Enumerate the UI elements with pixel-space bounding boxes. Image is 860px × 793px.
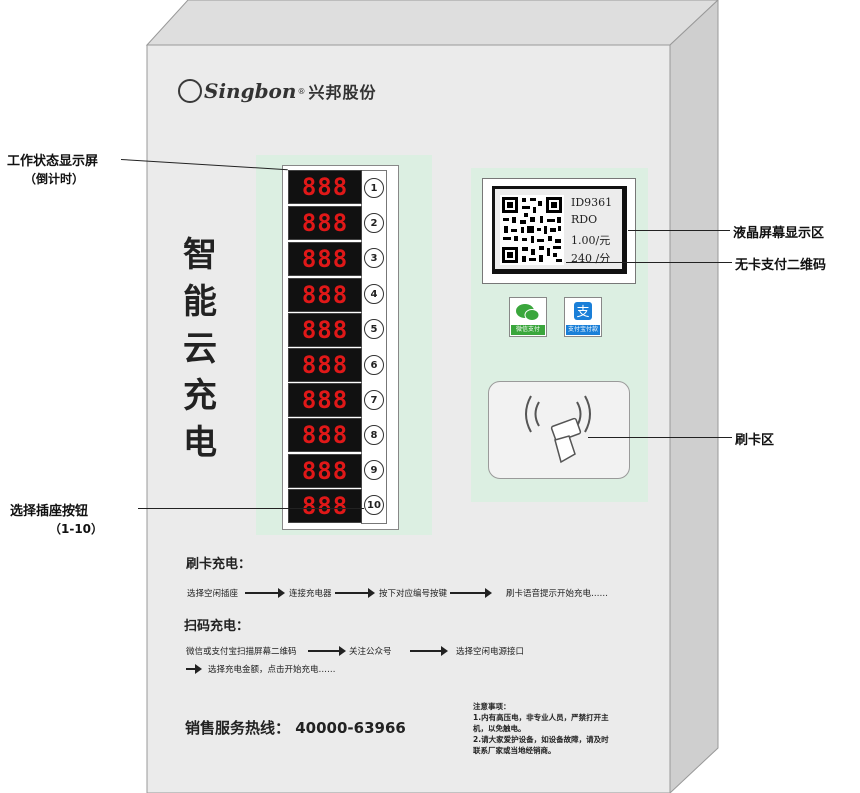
title-char: 云	[183, 329, 217, 369]
socket-button-8[interactable]: 8	[364, 425, 384, 445]
svg-text:支: 支	[576, 305, 589, 320]
display-digits: 888	[301, 281, 349, 309]
socket-button-10[interactable]: 10	[364, 495, 384, 515]
lcd-line-4: 240 /分	[571, 252, 611, 265]
callout-socket-buttons-sub: （1-10）	[49, 522, 104, 536]
display-digits: 888	[301, 351, 349, 379]
wechat-pay-icon[interactable]: 微信支付	[509, 297, 547, 337]
arrow-icon	[335, 588, 375, 598]
status-display-2: 888	[288, 206, 362, 240]
notice-line: 1.内有高压电，非专业人员，严禁打开主	[473, 713, 609, 722]
status-display-4: 888	[288, 278, 362, 312]
scan-step-1: 微信或支付宝扫描屏幕二维码	[186, 647, 297, 657]
button-column-frame	[361, 170, 387, 524]
arrow-icon	[308, 646, 346, 656]
callout-qr-code: 无卡支付二维码	[735, 258, 827, 273]
scan-step-3: 选择空闲电源接口	[456, 647, 525, 657]
card-step-1: 选择空闲插座	[187, 589, 239, 599]
status-display-10: 888	[288, 489, 362, 523]
display-digits: 888	[301, 492, 349, 520]
socket-button-3[interactable]: 3	[364, 248, 384, 268]
scan-step-2: 关注公众号	[349, 647, 392, 657]
arrow-icon	[450, 588, 492, 598]
title-char: 能	[183, 282, 217, 322]
arrow-icon	[410, 646, 448, 656]
callout-line	[628, 230, 730, 231]
callout-line	[138, 508, 364, 509]
socket-button-7[interactable]: 7	[364, 390, 384, 410]
card-step-4: 刷卡语音提示开始充电……	[506, 589, 609, 599]
display-digits: 888	[301, 173, 349, 201]
callout-lcd-area: 液晶屏幕显示区	[733, 226, 825, 241]
notice-line: 联系厂家或当地经销商。	[473, 746, 556, 755]
wechat-bubble-icon	[516, 304, 540, 321]
callout-status-screen: 工作状态显示屏	[7, 154, 99, 169]
status-display-9: 888	[288, 454, 362, 488]
arrow-icon	[245, 588, 285, 598]
notice-title: 注意事项：	[473, 702, 511, 711]
display-digits: 888	[301, 245, 349, 273]
lcd-line-2: RDO	[571, 213, 598, 226]
lcd-line-3: 1.00/元	[571, 234, 611, 247]
scan-step-4: 选择充电金额，点击开始充电……	[208, 665, 336, 675]
alipay-label: 支付宝付款	[566, 325, 600, 335]
display-digits: 888	[301, 421, 349, 449]
vertical-title: 智 能 云 充 电	[180, 232, 220, 467]
status-display-7: 888	[288, 383, 362, 417]
status-display-1: 888	[288, 170, 362, 204]
card-reader-zone[interactable]	[488, 381, 630, 479]
socket-button-1[interactable]: 1	[364, 178, 384, 198]
company-name: 兴邦股份	[308, 83, 377, 102]
title-char: 智	[183, 235, 217, 275]
socket-button-9[interactable]: 9	[364, 460, 384, 480]
status-display-5: 888	[288, 313, 362, 347]
display-digits: 888	[301, 457, 349, 485]
notice-line: 2.请大家爱护设备，如设备故障，请及时	[473, 735, 609, 744]
wechat-pay-label: 微信支付	[511, 325, 545, 335]
status-display-3: 888	[288, 242, 362, 276]
arrow-icon	[186, 664, 202, 674]
display-digits: 888	[301, 209, 349, 237]
display-digits: 888	[301, 316, 349, 344]
status-display-6: 888	[288, 348, 362, 382]
socket-button-2[interactable]: 2	[364, 213, 384, 233]
brand-logo: Singbon ® 兴邦股份	[178, 76, 376, 106]
sales-hotline: 销售服务热线： 40000-63966	[185, 719, 406, 737]
lcd-line-1: ID9361	[571, 196, 613, 209]
card-tap-icon	[525, 395, 591, 464]
callout-line	[566, 262, 732, 263]
alipay-icon[interactable]: 支 支付宝付款	[564, 297, 602, 337]
notice-line: 机，以免触电。	[473, 724, 526, 733]
card-charge-title: 刷卡充电：	[186, 557, 252, 572]
display-digits: 888	[301, 386, 349, 414]
status-display-8: 888	[288, 418, 362, 452]
callout-card-area: 刷卡区	[735, 433, 775, 448]
title-char: 电	[183, 423, 217, 463]
safety-notice: 注意事项： 1.内有高压电，非专业人员，严禁打开主 机，以免触电。 2.请大家爱…	[473, 701, 643, 756]
alipay-logo-icon: 支	[574, 302, 592, 320]
logo-mark-icon	[178, 79, 202, 103]
socket-button-6[interactable]: 6	[364, 355, 384, 375]
callout-status-screen-sub: （倒计时）	[24, 172, 85, 186]
callout-socket-buttons: 选择插座按钮	[10, 504, 89, 519]
logo-text: Singbon	[204, 79, 297, 103]
registered-mark: ®	[297, 86, 306, 96]
scan-charge-title: 扫码充电：	[184, 619, 250, 634]
callout-line	[588, 437, 732, 438]
card-step-2: 连接充电器	[289, 589, 332, 599]
socket-button-5[interactable]: 5	[364, 319, 384, 339]
socket-button-4[interactable]: 4	[364, 284, 384, 304]
title-char: 充	[183, 376, 217, 416]
card-step-3: 按下对应编号按键	[379, 589, 448, 599]
qr-code-icon[interactable]	[500, 195, 564, 265]
